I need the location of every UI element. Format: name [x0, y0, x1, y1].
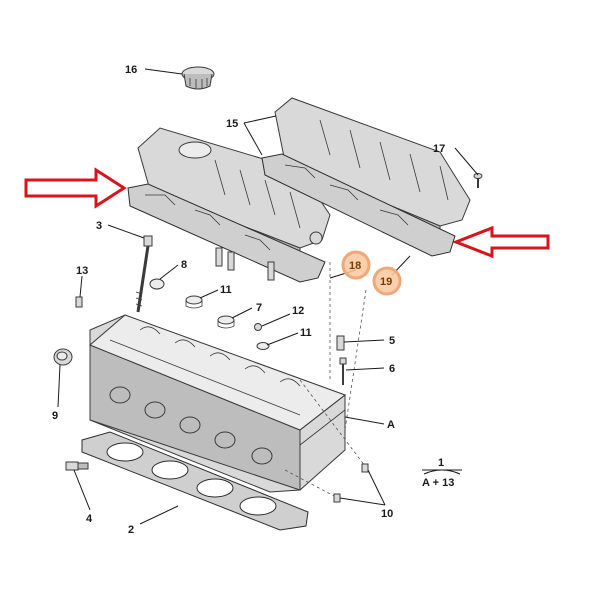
label-6: 6: [389, 363, 395, 375]
label-19: 19: [380, 276, 392, 288]
label-18: 18: [349, 260, 361, 272]
assembly-guides: [284, 262, 367, 497]
label-15: 15: [226, 118, 238, 130]
label-10: 10: [381, 508, 393, 520]
plug-9: [53, 348, 73, 366]
dowel-5: [336, 335, 345, 351]
highlight-circle-19: [372, 266, 402, 296]
label-12: 12: [292, 305, 304, 317]
seal-11-lower: [256, 342, 270, 350]
formula-number: 1: [438, 457, 444, 469]
label-4: 4: [86, 513, 93, 525]
label-8: 8: [181, 259, 187, 271]
label-9: 9: [52, 410, 58, 422]
label-7: 7: [256, 302, 262, 314]
assembly-formula: 1 A + 13: [422, 457, 461, 489]
bolt-6: [339, 357, 347, 385]
oil-filler-cap: [181, 66, 215, 90]
label-5: 5: [389, 335, 395, 347]
stud-13: [75, 296, 83, 308]
label-11-lower: 11: [300, 327, 312, 339]
highlight-circle-18: [341, 250, 371, 280]
valve-cover-gasket-left: [127, 183, 326, 283]
cylinder-head: [89, 314, 347, 493]
head-gasket: [81, 431, 309, 531]
label-11-upper: 11: [220, 284, 232, 296]
plug-12: [254, 323, 262, 331]
label-16: 16: [125, 64, 137, 76]
red-arrow-left: [24, 167, 127, 209]
ring-8: [149, 278, 165, 290]
dowel-10: [333, 463, 369, 503]
seal-7: [217, 315, 235, 329]
red-arrow-right: [451, 225, 550, 259]
formula-expression: A + 13: [422, 477, 454, 489]
seal-11-upper: [185, 295, 203, 309]
leader-lines: [57, 68, 479, 525]
sensor-4: [65, 461, 89, 471]
label-3: 3: [96, 220, 102, 232]
head-bolt: [135, 235, 153, 313]
label-13: 13: [76, 265, 88, 277]
bolt-17: [473, 173, 483, 188]
label-A: A: [387, 419, 395, 431]
valve-cover-gasket-right: [261, 153, 456, 257]
label-2: 2: [128, 524, 134, 536]
label-17: 17: [433, 143, 445, 155]
